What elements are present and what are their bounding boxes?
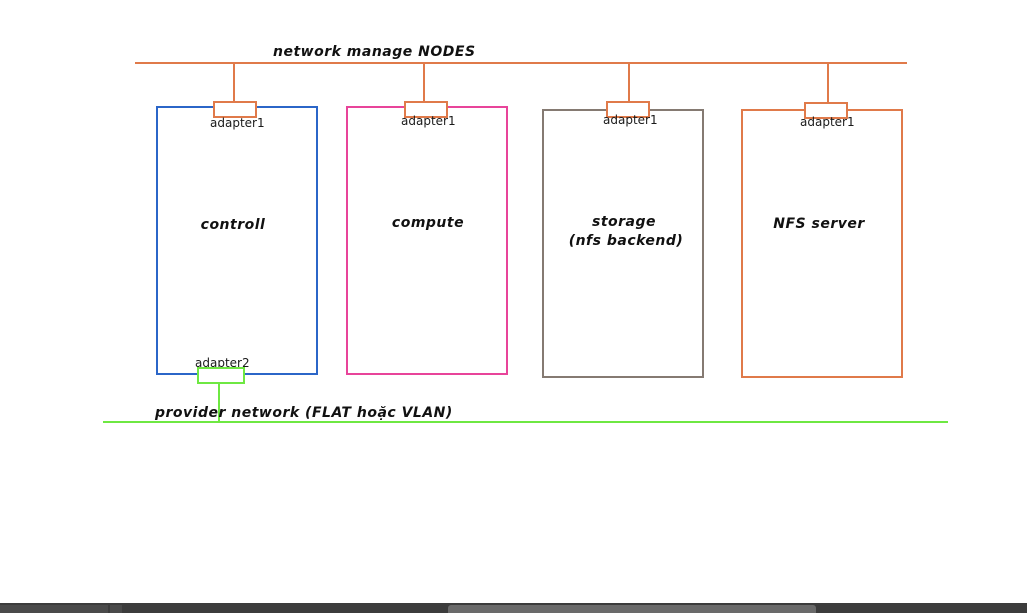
storage-subtitle: (nfs backend)	[568, 233, 684, 249]
nfs-adapter1-label: adapter1	[800, 115, 855, 129]
controll-adapter2-label: adapter2	[195, 356, 250, 370]
controll-node	[156, 106, 318, 375]
controll-adapter2	[197, 367, 245, 384]
controll-adapter2-link	[218, 383, 220, 422]
storage-title: storage	[591, 214, 656, 230]
controll-adapter1-label: adapter1	[210, 116, 265, 130]
controll-adapter1-link	[233, 63, 235, 102]
provider-network-line	[103, 421, 948, 423]
nfs-server-node	[741, 109, 903, 378]
storage-adapter1-label: adapter1	[603, 113, 658, 127]
nfs-adapter1	[804, 102, 848, 119]
provider-network-label: provider network (FLAT hoặc VLAN)	[155, 405, 453, 421]
manage-network-label: network manage NODES	[273, 44, 476, 60]
nfs-adapter1-link	[827, 63, 829, 103]
taskbar-item[interactable]	[448, 605, 816, 613]
nfs-title: NFS server	[773, 216, 865, 232]
manage-network-line	[135, 62, 907, 64]
storage-adapter1	[606, 101, 650, 118]
compute-adapter1-link	[423, 63, 425, 102]
compute-adapter1-label: adapter1	[401, 114, 456, 128]
controll-title: controll	[200, 217, 266, 233]
compute-adapter1	[404, 101, 448, 118]
taskbar-item[interactable]	[0, 605, 108, 613]
taskbar-item[interactable]	[110, 605, 122, 613]
compute-node	[346, 106, 508, 375]
controll-adapter1	[213, 101, 257, 118]
taskbar	[0, 603, 1027, 613]
storage-adapter1-link	[628, 63, 630, 102]
compute-title: compute	[391, 215, 465, 231]
